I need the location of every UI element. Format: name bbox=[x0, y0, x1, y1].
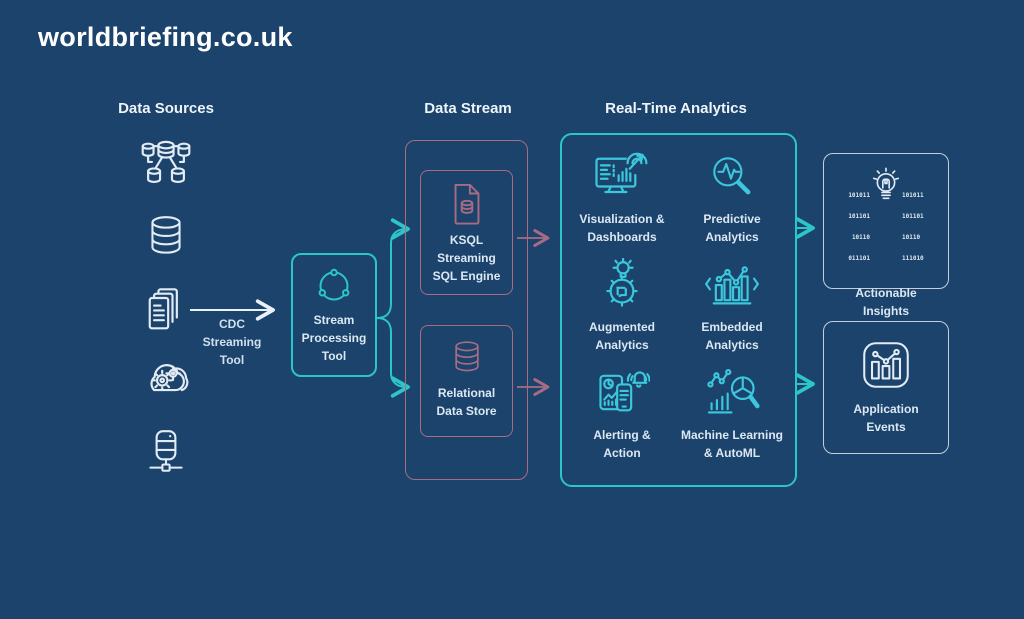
cycle-icon bbox=[293, 264, 375, 308]
application-events-label: Application Events bbox=[853, 402, 919, 434]
embedded-chart-icon bbox=[676, 254, 788, 314]
stream-processing-tool-node: Stream Processing Tool bbox=[291, 253, 377, 377]
application-events-node: Application Events bbox=[823, 321, 949, 454]
rta-item-visualization-dashboards: Visualization & Dashboards bbox=[566, 146, 678, 246]
magnifier-pulse-icon bbox=[676, 146, 788, 206]
data-stream-group-box bbox=[405, 140, 528, 480]
relational-data-store-node: Relational Data Store bbox=[420, 325, 513, 437]
lightbulb-binary-icon: 101011 101101 10110 011101 101011 101101… bbox=[841, 167, 931, 276]
arrow-stream-tool-to-ksql bbox=[376, 218, 410, 319]
documents-icon bbox=[140, 285, 192, 337]
cloud-gears-icon bbox=[140, 350, 192, 402]
arrow-stream-tool-to-store bbox=[376, 317, 410, 398]
document-database-icon bbox=[421, 181, 512, 227]
rta-item-embedded-analytics: Embedded Analytics bbox=[676, 254, 788, 354]
header-data-stream: Data Stream bbox=[424, 100, 512, 117]
brand-logo: worldbriefing.co.uk bbox=[38, 22, 293, 52]
database-cluster-icon bbox=[140, 137, 192, 189]
relational-data-store-label: Relational Data Store bbox=[436, 386, 497, 418]
stream-processing-tool-label: Stream Processing Tool bbox=[301, 313, 367, 363]
rta-item-augmented-analytics: Augmented Analytics bbox=[566, 254, 678, 354]
ml-magnifier-icon bbox=[676, 362, 788, 422]
app-chart-icon bbox=[857, 336, 915, 394]
rta-item-predictive-analytics: Predictive Analytics bbox=[676, 146, 788, 246]
binary-right: 101011 101101 10110 111010 bbox=[902, 192, 924, 262]
gear-lightbulb-icon bbox=[566, 254, 678, 314]
rta-item-label: Alerting & Action bbox=[593, 428, 651, 460]
dashboard-monitor-icon bbox=[566, 146, 678, 206]
database-icon bbox=[140, 211, 192, 263]
binary-left: 101011 101101 10110 011101 bbox=[848, 192, 870, 262]
database-icon bbox=[421, 338, 512, 378]
header-real-time-analytics: Real-Time Analytics bbox=[605, 100, 747, 117]
devices-bell-icon bbox=[566, 362, 678, 422]
ksql-node: KSQL Streaming SQL Engine bbox=[420, 170, 513, 295]
rta-item-label: Predictive Analytics bbox=[703, 212, 761, 244]
rta-item-machine-learning-automl: Machine Learning & AutoML bbox=[676, 362, 788, 462]
server-icon bbox=[140, 426, 192, 478]
actionable-insights-node: 101011 101101 10110 011101 101011 101101… bbox=[823, 153, 949, 318]
cdc-arrow-label: CDC Streaming Tool bbox=[202, 317, 262, 367]
ksql-label: KSQL Streaming SQL Engine bbox=[432, 233, 501, 283]
rta-item-label: Machine Learning & AutoML bbox=[680, 428, 784, 460]
lightbulb-icon bbox=[870, 167, 902, 207]
rta-item-label: Visualization & Dashboards bbox=[579, 212, 665, 244]
rta-item-alerting-action: Alerting & Action bbox=[566, 362, 678, 462]
actionable-insights-label: Actionable Insights bbox=[855, 286, 917, 318]
real-time-analytics-box bbox=[560, 133, 797, 487]
rta-item-label: Embedded Analytics bbox=[701, 320, 763, 352]
header-data-sources: Data Sources bbox=[118, 100, 214, 117]
rta-item-label: Augmented Analytics bbox=[589, 320, 655, 352]
